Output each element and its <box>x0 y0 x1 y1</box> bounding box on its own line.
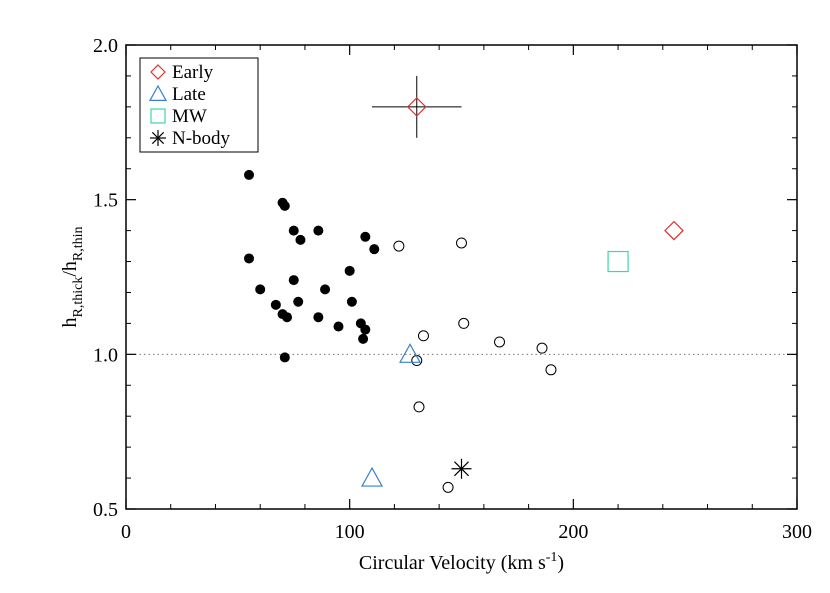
open-circle-point <box>536 342 548 354</box>
filled-circle-point <box>270 299 281 310</box>
filled-circle-point <box>360 324 371 335</box>
y-axis-label-slash: /h <box>59 261 81 277</box>
open-circle-point <box>417 330 429 342</box>
x-tick-label: 300 <box>782 521 812 543</box>
filled-circle-point <box>293 296 304 307</box>
filled-circle-point <box>279 200 290 211</box>
open-circle-point <box>413 401 425 413</box>
filled-circle-point <box>279 352 290 363</box>
legend-asterisk-icon <box>150 130 166 146</box>
y-axis-label: hR,thick/hR,thin <box>59 226 86 327</box>
x-axis-label: Circular Velocity (km s-1) <box>359 550 564 574</box>
filled-circle-point <box>313 312 324 323</box>
y-axis-label-sub-thin: R,thin <box>71 226 86 261</box>
y-tick-label: 1.5 <box>93 190 118 212</box>
open-circle-point <box>458 317 470 329</box>
late-triangle-point <box>361 466 384 487</box>
filled-circle-point <box>344 265 355 276</box>
open-circle-point <box>442 481 454 493</box>
filled-circle-point <box>313 225 324 236</box>
open-circle-point <box>456 237 467 249</box>
legend-label: MW <box>172 106 207 127</box>
y-axis-label-sub-thick: R,thick <box>71 277 86 318</box>
n-body-asterisk-point <box>451 458 472 479</box>
y-tick-label: 2.0 <box>93 35 118 57</box>
legend-label: N-body <box>172 128 231 149</box>
legend-square-icon <box>150 108 166 124</box>
legend-asterisk-icon-stroke <box>151 131 165 145</box>
filled-circle-point <box>288 275 299 286</box>
filled-circle-point <box>282 312 293 323</box>
filled-circle-point <box>320 284 331 295</box>
axis-ticks-layer: 0 100 200 300 0.5 1.0 1.5 2.0 <box>93 35 812 543</box>
legend-triangle-icon <box>148 84 168 102</box>
filled-circle-point <box>244 253 255 264</box>
filled-circle-point <box>360 231 371 242</box>
early-diamond-point <box>406 97 427 117</box>
filled-circle-point <box>369 244 380 255</box>
filled-circle-point <box>333 321 344 332</box>
plot-frame <box>125 44 798 510</box>
legend-label: Late <box>172 84 206 105</box>
filled-circle-point <box>255 284 266 295</box>
n-body-asterisk-point-stroke <box>454 461 469 477</box>
late-triangle-point <box>399 343 422 363</box>
filled-circle-point <box>358 333 369 344</box>
legend-diamond-icon <box>150 64 166 80</box>
filled-circle-point <box>346 296 357 307</box>
y-tick-label: 1.0 <box>93 344 118 366</box>
legend-label: Early <box>172 62 214 83</box>
data-marks-layer <box>244 75 684 493</box>
early-diamond-point <box>664 220 684 241</box>
open-circle-point <box>545 364 557 376</box>
open-circle-point <box>393 240 405 252</box>
x-axis-label-superscript: -1 <box>546 550 558 565</box>
filled-circle-point <box>295 234 306 245</box>
x-axis-label-end: ) <box>557 552 564 574</box>
y-tick-label: 0.5 <box>93 499 118 521</box>
x-tick-label: 0 <box>121 521 131 543</box>
open-circle-point <box>494 336 506 348</box>
filled-circle-point <box>244 169 255 180</box>
x-tick-label: 100 <box>335 521 365 543</box>
mw-square-point <box>607 250 629 273</box>
filled-circle-point <box>288 225 299 236</box>
x-tick-label: 200 <box>558 521 588 543</box>
